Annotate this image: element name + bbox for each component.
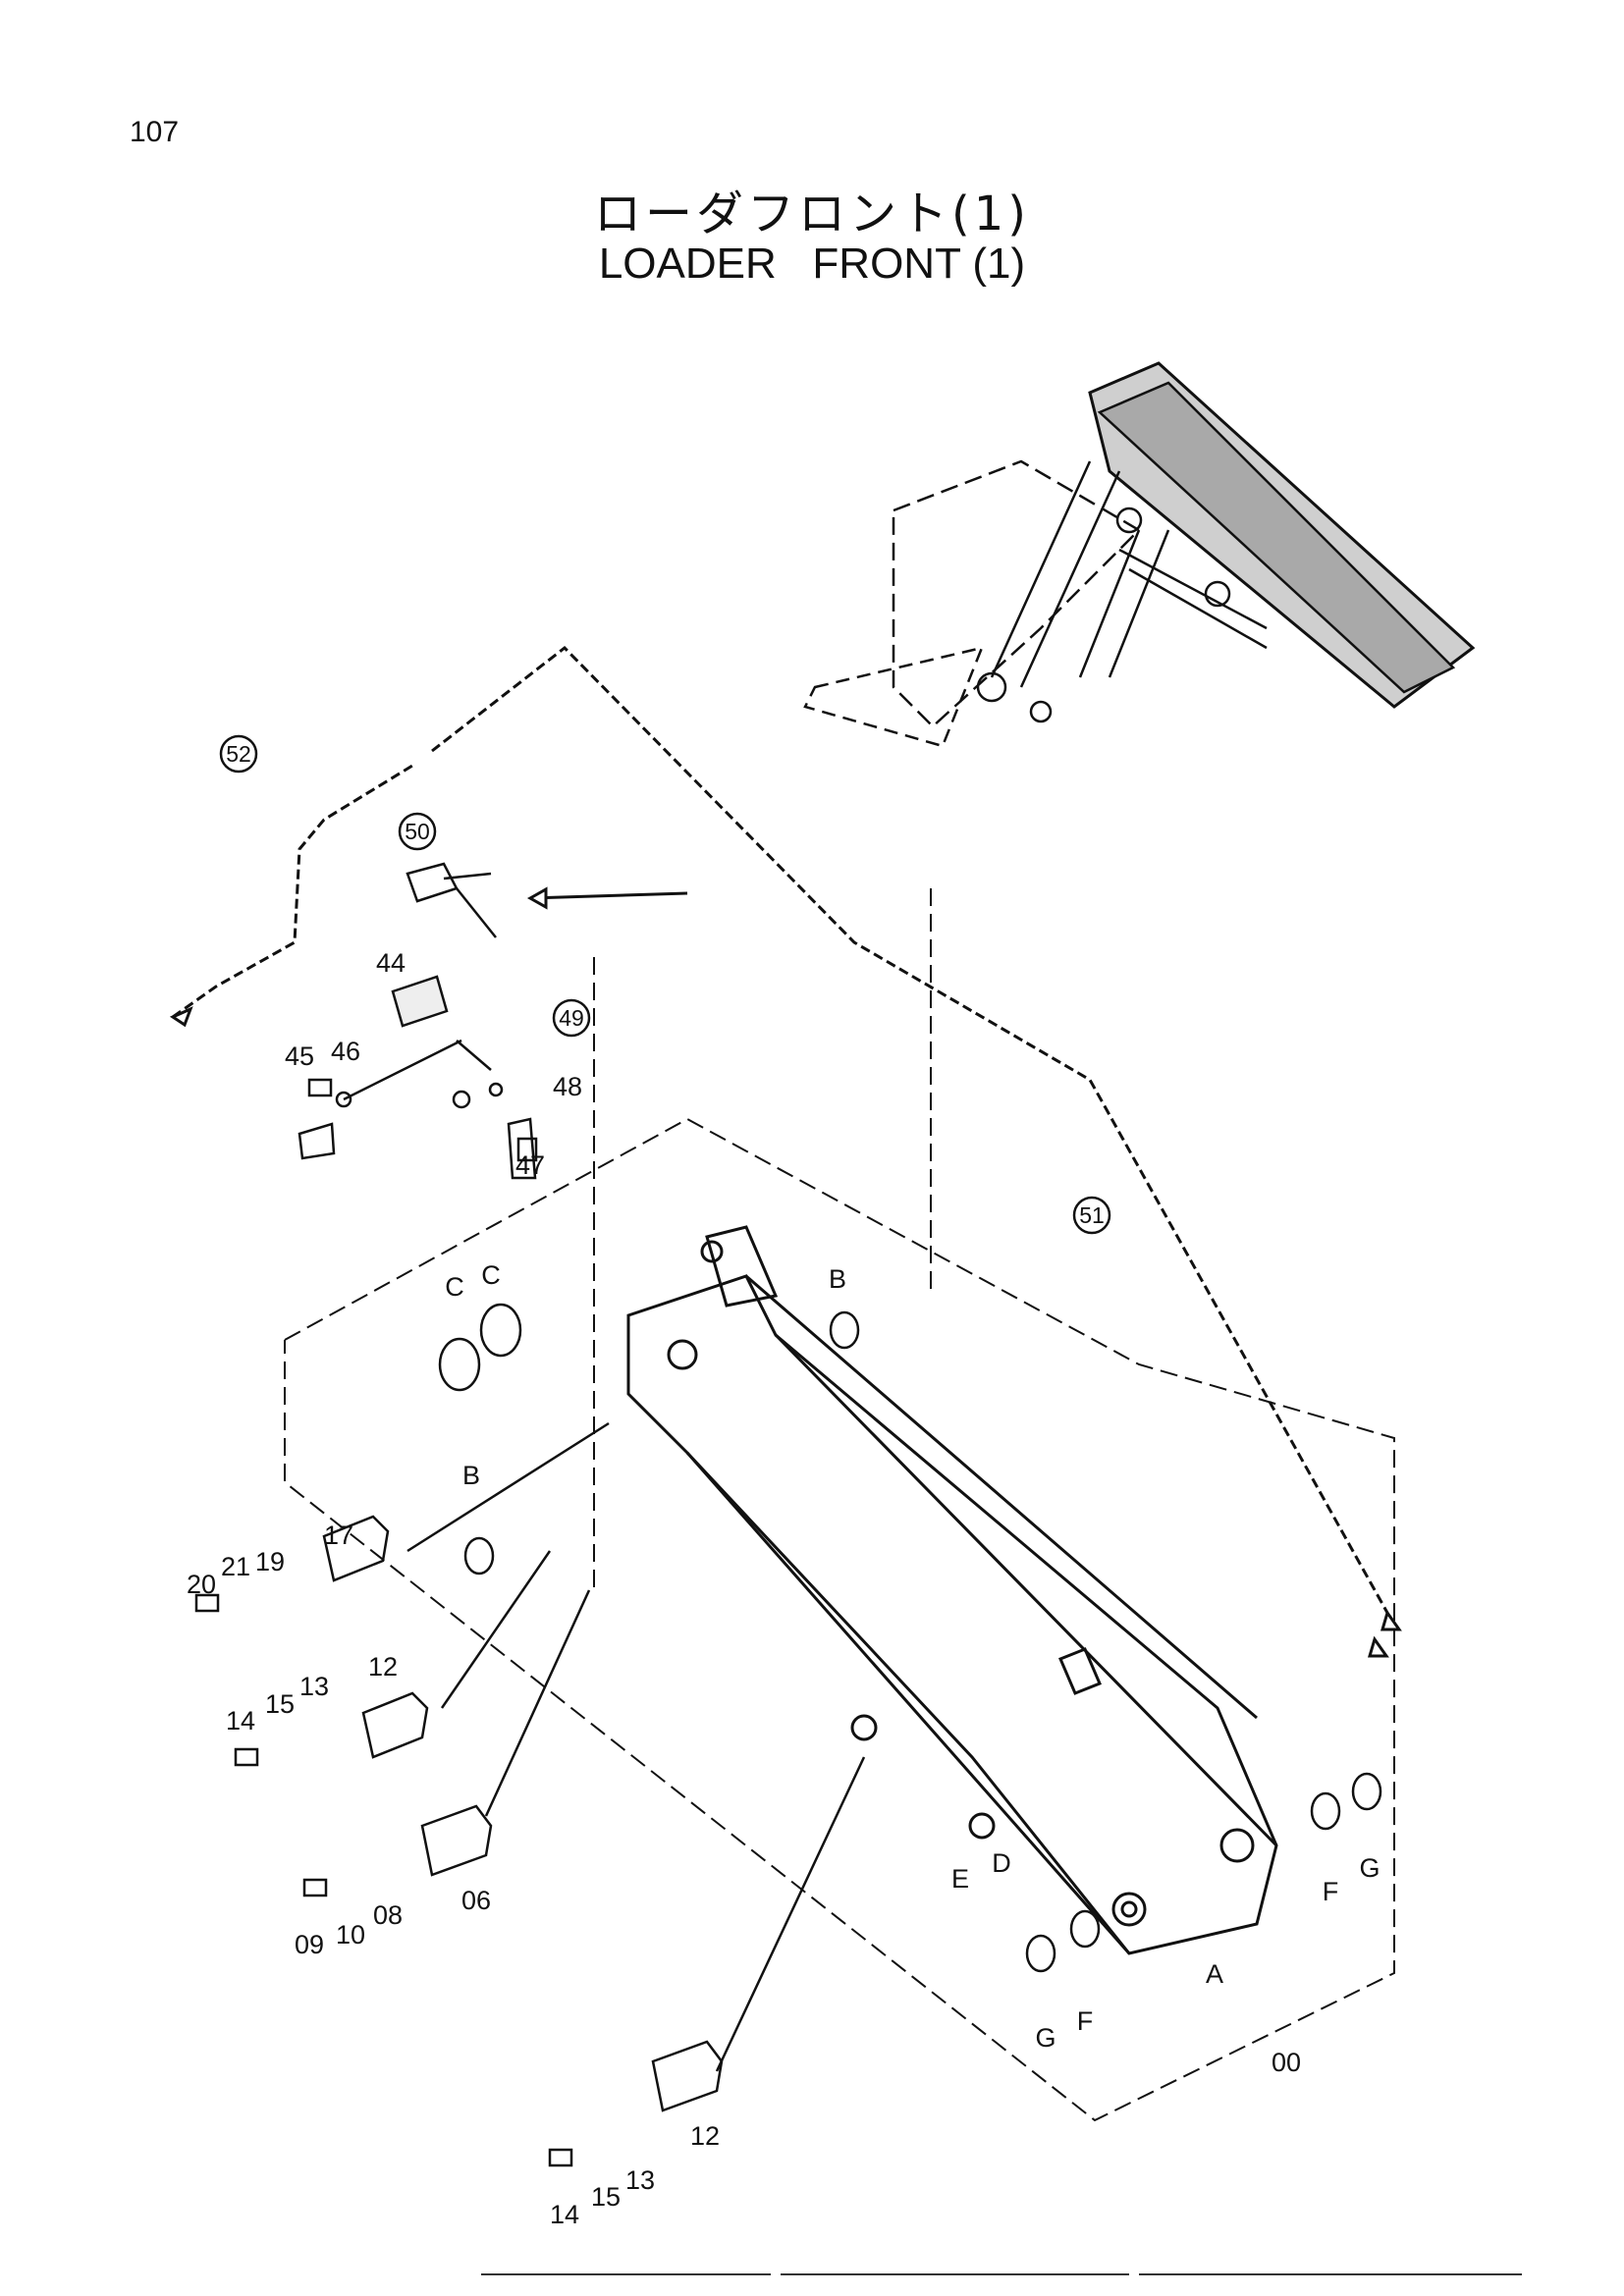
part-label: 13 <box>299 1672 329 1701</box>
part-label: 17 <box>324 1521 353 1550</box>
callout-50-label: 50 <box>405 819 430 844</box>
callout-49-label: 49 <box>559 1005 584 1031</box>
part-label: 10 <box>336 1920 365 1949</box>
part-label: 47 <box>515 1150 545 1180</box>
part-label: 46 <box>331 1037 360 1066</box>
part-label: 15 <box>265 1689 295 1719</box>
page-title-english: LOADER FRONT (1) <box>598 240 1026 288</box>
part-label: F <box>1077 2006 1094 2036</box>
callout-50: 50 <box>398 812 437 851</box>
part-label: A <box>1206 1959 1223 1989</box>
part-label: 19 <box>255 1547 285 1576</box>
part-label: 14 <box>226 1706 255 1735</box>
part-label: 13 <box>625 2165 655 2195</box>
part-label: D <box>992 1848 1011 1878</box>
callout-51: 51 <box>1072 1196 1111 1235</box>
part-label: 21 <box>221 1552 250 1581</box>
page-title-japanese: ローダフロント(1) <box>594 187 1030 241</box>
part-labels: 44 45 46 48 47 C C B B 20 21 19 17 12 14… <box>187 948 1380 2229</box>
callout-49: 49 <box>552 998 591 1038</box>
part-label: 12 <box>368 1652 398 1682</box>
page-number: 107 <box>130 116 180 148</box>
part-label: C <box>445 1272 464 1302</box>
lamp-assembly <box>298 862 537 1180</box>
footer-rule-center <box>781 2273 1129 2275</box>
part-label: 14 <box>550 2200 579 2229</box>
footer-rule-left <box>481 2273 771 2275</box>
part-label: G <box>1035 2023 1056 2053</box>
part-label: 44 <box>376 948 406 978</box>
boom-arm <box>626 1225 1278 1955</box>
part-label: 20 <box>187 1570 216 1599</box>
part-label: B <box>462 1461 480 1490</box>
part-label: 45 <box>285 1041 314 1071</box>
part-label: E <box>951 1864 969 1894</box>
pins-and-fasteners <box>194 1078 1382 2167</box>
part-label: 12 <box>690 2121 720 2151</box>
wire-harness <box>169 645 1402 1658</box>
part-label: 00 <box>1272 2048 1301 2077</box>
part-label: 08 <box>373 1900 403 1930</box>
part-label: F <box>1323 1877 1339 1906</box>
part-label: C <box>481 1260 501 1290</box>
part-label: 09 <box>295 1930 324 1959</box>
exploded-view-guides <box>284 888 1395 2122</box>
footer-rule-right <box>1139 2273 1522 2275</box>
loader-overview-illustration <box>803 361 1476 748</box>
callout-52-label: 52 <box>226 741 251 767</box>
part-label: 15 <box>591 2182 621 2212</box>
part-label: 06 <box>461 1886 491 1915</box>
part-label: 48 <box>553 1072 582 1101</box>
callout-51-label: 51 <box>1079 1202 1105 1228</box>
part-label: B <box>829 1264 846 1294</box>
part-label: G <box>1359 1853 1380 1883</box>
callout-52: 52 <box>219 734 258 774</box>
